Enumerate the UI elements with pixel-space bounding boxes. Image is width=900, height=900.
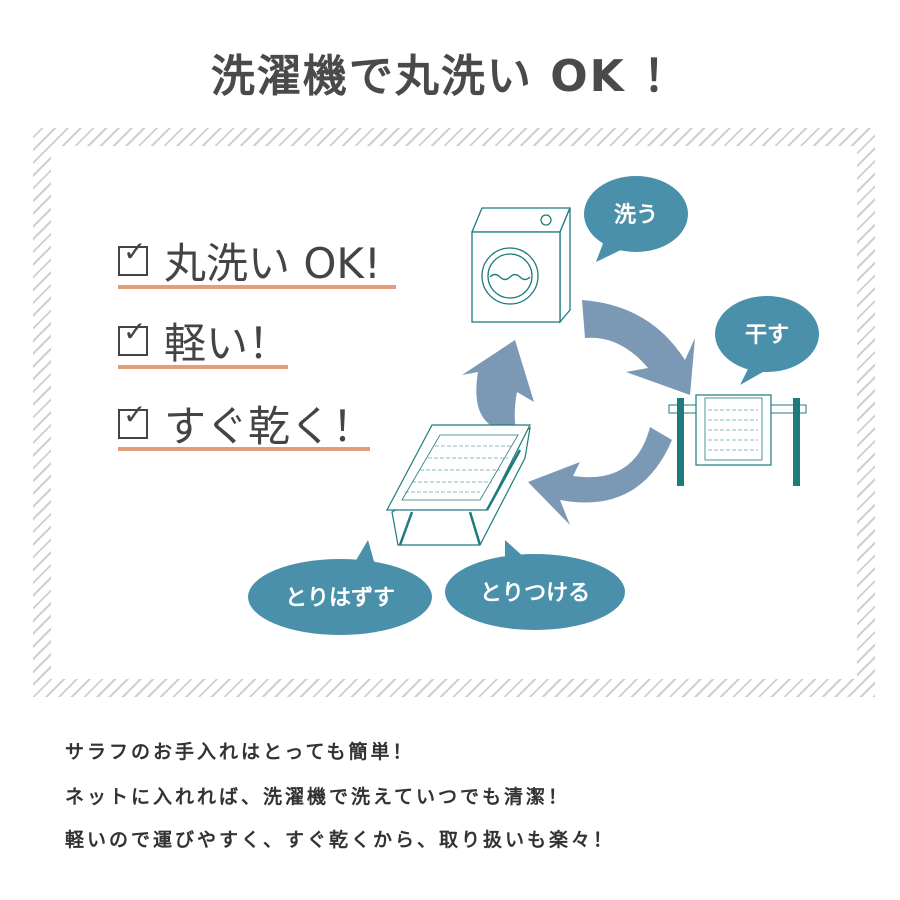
page-title: 洗濯機で丸洗い OK ！	[210, 51, 690, 102]
svg-text:干す: 干す	[745, 323, 789, 348]
checklist-label: 丸洗い OK!	[164, 239, 381, 288]
checkbox-icon: ✓	[118, 317, 148, 356]
drying-rack-icon	[668, 394, 807, 486]
svg-text:とりはずす: とりはずす	[285, 586, 395, 611]
description-line: ネットに入れれば、洗濯機で洗えていつでも清潔！	[65, 786, 571, 808]
washing-machine-icon	[471, 207, 571, 324]
description-line: 軽いので運びやすく、すぐ乾くから、取り扱いも楽々！	[65, 829, 616, 851]
checklist-item: ✓ 軽い！	[118, 310, 290, 371]
svg-text:とりつける: とりつける	[480, 581, 590, 606]
checklist-label: すぐ乾く！	[164, 402, 375, 451]
checklist-item: ✓ すぐ乾く！	[118, 393, 374, 454]
speech-bubble-wash: 洗う	[584, 176, 688, 262]
cycle-arrow	[462, 300, 695, 525]
svg-text:洗う: 洗う	[614, 203, 658, 228]
checkbox-icon: ✓	[118, 400, 148, 439]
checklist-label: 軽い！	[164, 319, 291, 368]
speech-bubble-remove: とりはずす	[248, 540, 432, 635]
underline	[118, 365, 288, 369]
bed-frame-icon	[386, 424, 531, 546]
underline	[118, 285, 396, 289]
checkbox-icon: ✓	[118, 237, 148, 276]
speech-bubble-attach: とりつける	[445, 540, 625, 630]
underline	[118, 447, 370, 451]
checklist-item: ✓ 丸洗い OK!	[118, 230, 381, 291]
speech-bubble-dry: 干す	[715, 296, 819, 385]
description-line: サラフのお手入れはとっても簡単！	[65, 741, 415, 763]
